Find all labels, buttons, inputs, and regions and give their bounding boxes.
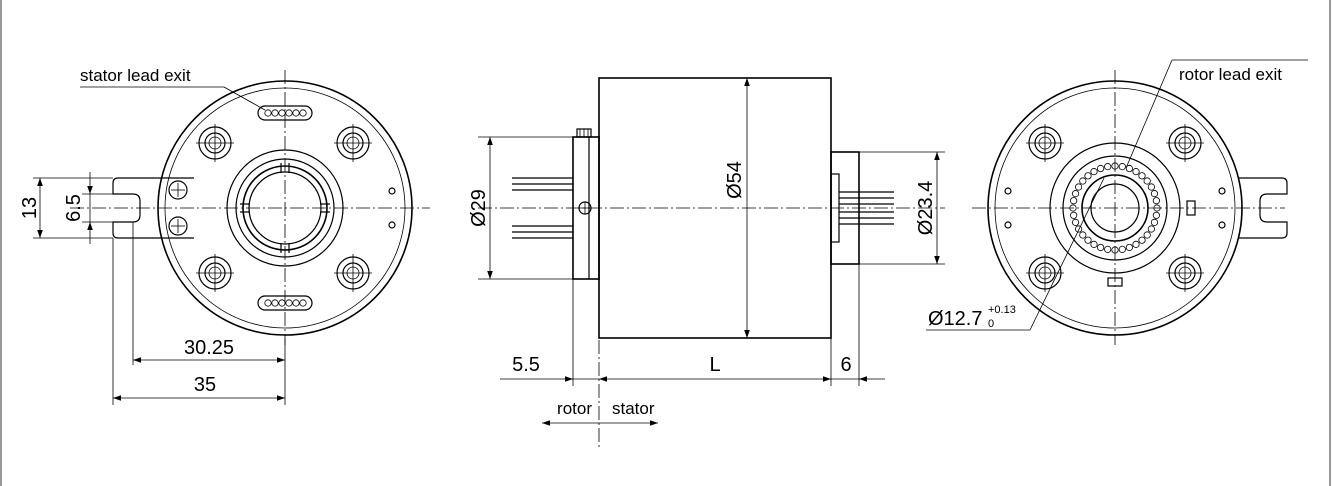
wire-bead: [1143, 231, 1151, 239]
right-small-hole-3: [1218, 187, 1226, 195]
stator-label: stator: [612, 399, 655, 418]
wire-bead: [1071, 190, 1080, 198]
left-flange-outer: [157, 80, 413, 336]
dim13-text: 13: [19, 197, 41, 219]
right-ring-1: [1049, 142, 1181, 274]
phi127-upper: +0.13: [988, 304, 1016, 316]
wire-bead: [1069, 204, 1077, 212]
stator-leader-d: [223, 86, 266, 111]
left-wires: [512, 177, 573, 239]
wire-bead: [1138, 236, 1146, 244]
phi127-lower: 0: [988, 318, 994, 330]
wire-bead: [1150, 190, 1159, 198]
wire-bead: [1150, 218, 1159, 226]
dim35-text: 35: [194, 374, 216, 396]
left-flange-inner: [164, 87, 406, 329]
wire-bead: [1147, 183, 1155, 191]
wire-bead: [1070, 211, 1078, 219]
wire-bead: [1147, 225, 1155, 233]
L-text: L: [709, 354, 720, 376]
wire-bead: [1090, 240, 1098, 248]
dim65-text: 6.5: [63, 194, 85, 222]
left-screw-bl: [196, 254, 234, 292]
right-setscrew-side: [1186, 200, 1196, 216]
wire-bead: [1138, 172, 1146, 180]
left-lead-exit-top: [257, 105, 313, 121]
wire-bead: [1118, 245, 1126, 253]
right-wire-beads: [1069, 162, 1161, 254]
left-bore-inner: [248, 171, 322, 245]
rotor-label: rotor: [557, 399, 592, 418]
phi127-leader-d: [1029, 177, 1105, 331]
wire-bead: [1132, 240, 1140, 248]
wire-bead: [1125, 164, 1133, 173]
wire-bead: [1075, 225, 1083, 233]
left-lead-exit-bottom: [257, 295, 313, 311]
right-bore-inner: [1090, 183, 1140, 233]
phi127-text: Ø12.7: [928, 308, 982, 330]
left-screw-tr: [334, 124, 372, 162]
wire-bead: [1125, 243, 1133, 252]
left-screw-br: [334, 254, 372, 292]
wire-bead: [1152, 197, 1160, 205]
right-view: rotor lead exit Ø12.7 +0.13 0: [926, 59, 1308, 345]
wire-bead: [1097, 164, 1105, 173]
wire-bead: [1132, 168, 1140, 176]
wire-bead: [1111, 162, 1119, 170]
wire-bead: [1153, 204, 1161, 212]
phi234-text: Ø23.4: [915, 181, 937, 235]
left-bore-outer: [242, 165, 328, 251]
stator-lead-exit-label: stator lead exit: [80, 66, 191, 85]
wire-bead: [1079, 231, 1087, 239]
right-flange-outer: [987, 80, 1243, 336]
left-view: stator lead exit 13 6.5 30.25 35: [19, 66, 430, 405]
right-small-hole-2: [1004, 221, 1012, 229]
phi29-text: Ø29: [468, 189, 490, 227]
right-small-hole-4: [1218, 221, 1226, 229]
left-screw-tl: [196, 124, 234, 162]
rotor-leader-d: [1125, 59, 1173, 169]
middle-view: Ø29 Ø54 Ø23.4 5.5 L 6 rotor stator: [468, 77, 945, 450]
right-wires: [839, 191, 894, 225]
right-small-hole-1: [1004, 187, 1012, 195]
right-tab: [1238, 177, 1288, 239]
left-hub-outer: [226, 149, 344, 267]
right-screw-br: [1166, 254, 1204, 292]
phi54-text: Ø54: [724, 161, 746, 199]
wire-bead: [1075, 183, 1083, 191]
right-ring-2: [1062, 155, 1168, 261]
left-hub-ring: [235, 158, 335, 258]
wire-bead: [1090, 168, 1098, 176]
rotor-lead-exit-label: rotor lead exit: [1179, 65, 1282, 84]
right-flange-inner: [994, 87, 1236, 329]
dim3025-text: 30.25: [184, 337, 234, 359]
right-setscrew-bottom: [1107, 277, 1123, 287]
stator-end-ring: [830, 173, 840, 243]
d55-text: 5.5: [512, 354, 540, 376]
right-screw-bl: [1026, 254, 1064, 292]
left-tab: [112, 177, 194, 239]
wire-bead: [1104, 163, 1112, 171]
right-screw-tr: [1166, 124, 1204, 162]
wire-bead: [1070, 197, 1078, 205]
wire-bead: [1111, 246, 1119, 254]
right-screw-tl: [1026, 124, 1064, 162]
wire-bead: [1152, 211, 1160, 219]
wire-bead: [1084, 236, 1092, 244]
left-small-hole-1: [388, 187, 396, 195]
wire-bead: [1143, 177, 1151, 185]
wire-bead: [1084, 172, 1092, 180]
right-bore-outer: [1081, 174, 1149, 242]
wire-bead: [1097, 243, 1105, 252]
left-small-hole-2: [388, 221, 396, 229]
d6-text: 6: [840, 354, 851, 376]
wire-bead: [1079, 177, 1087, 185]
wire-bead: [1071, 218, 1080, 226]
wire-bead: [1104, 245, 1112, 253]
wire-bead: [1118, 163, 1126, 171]
